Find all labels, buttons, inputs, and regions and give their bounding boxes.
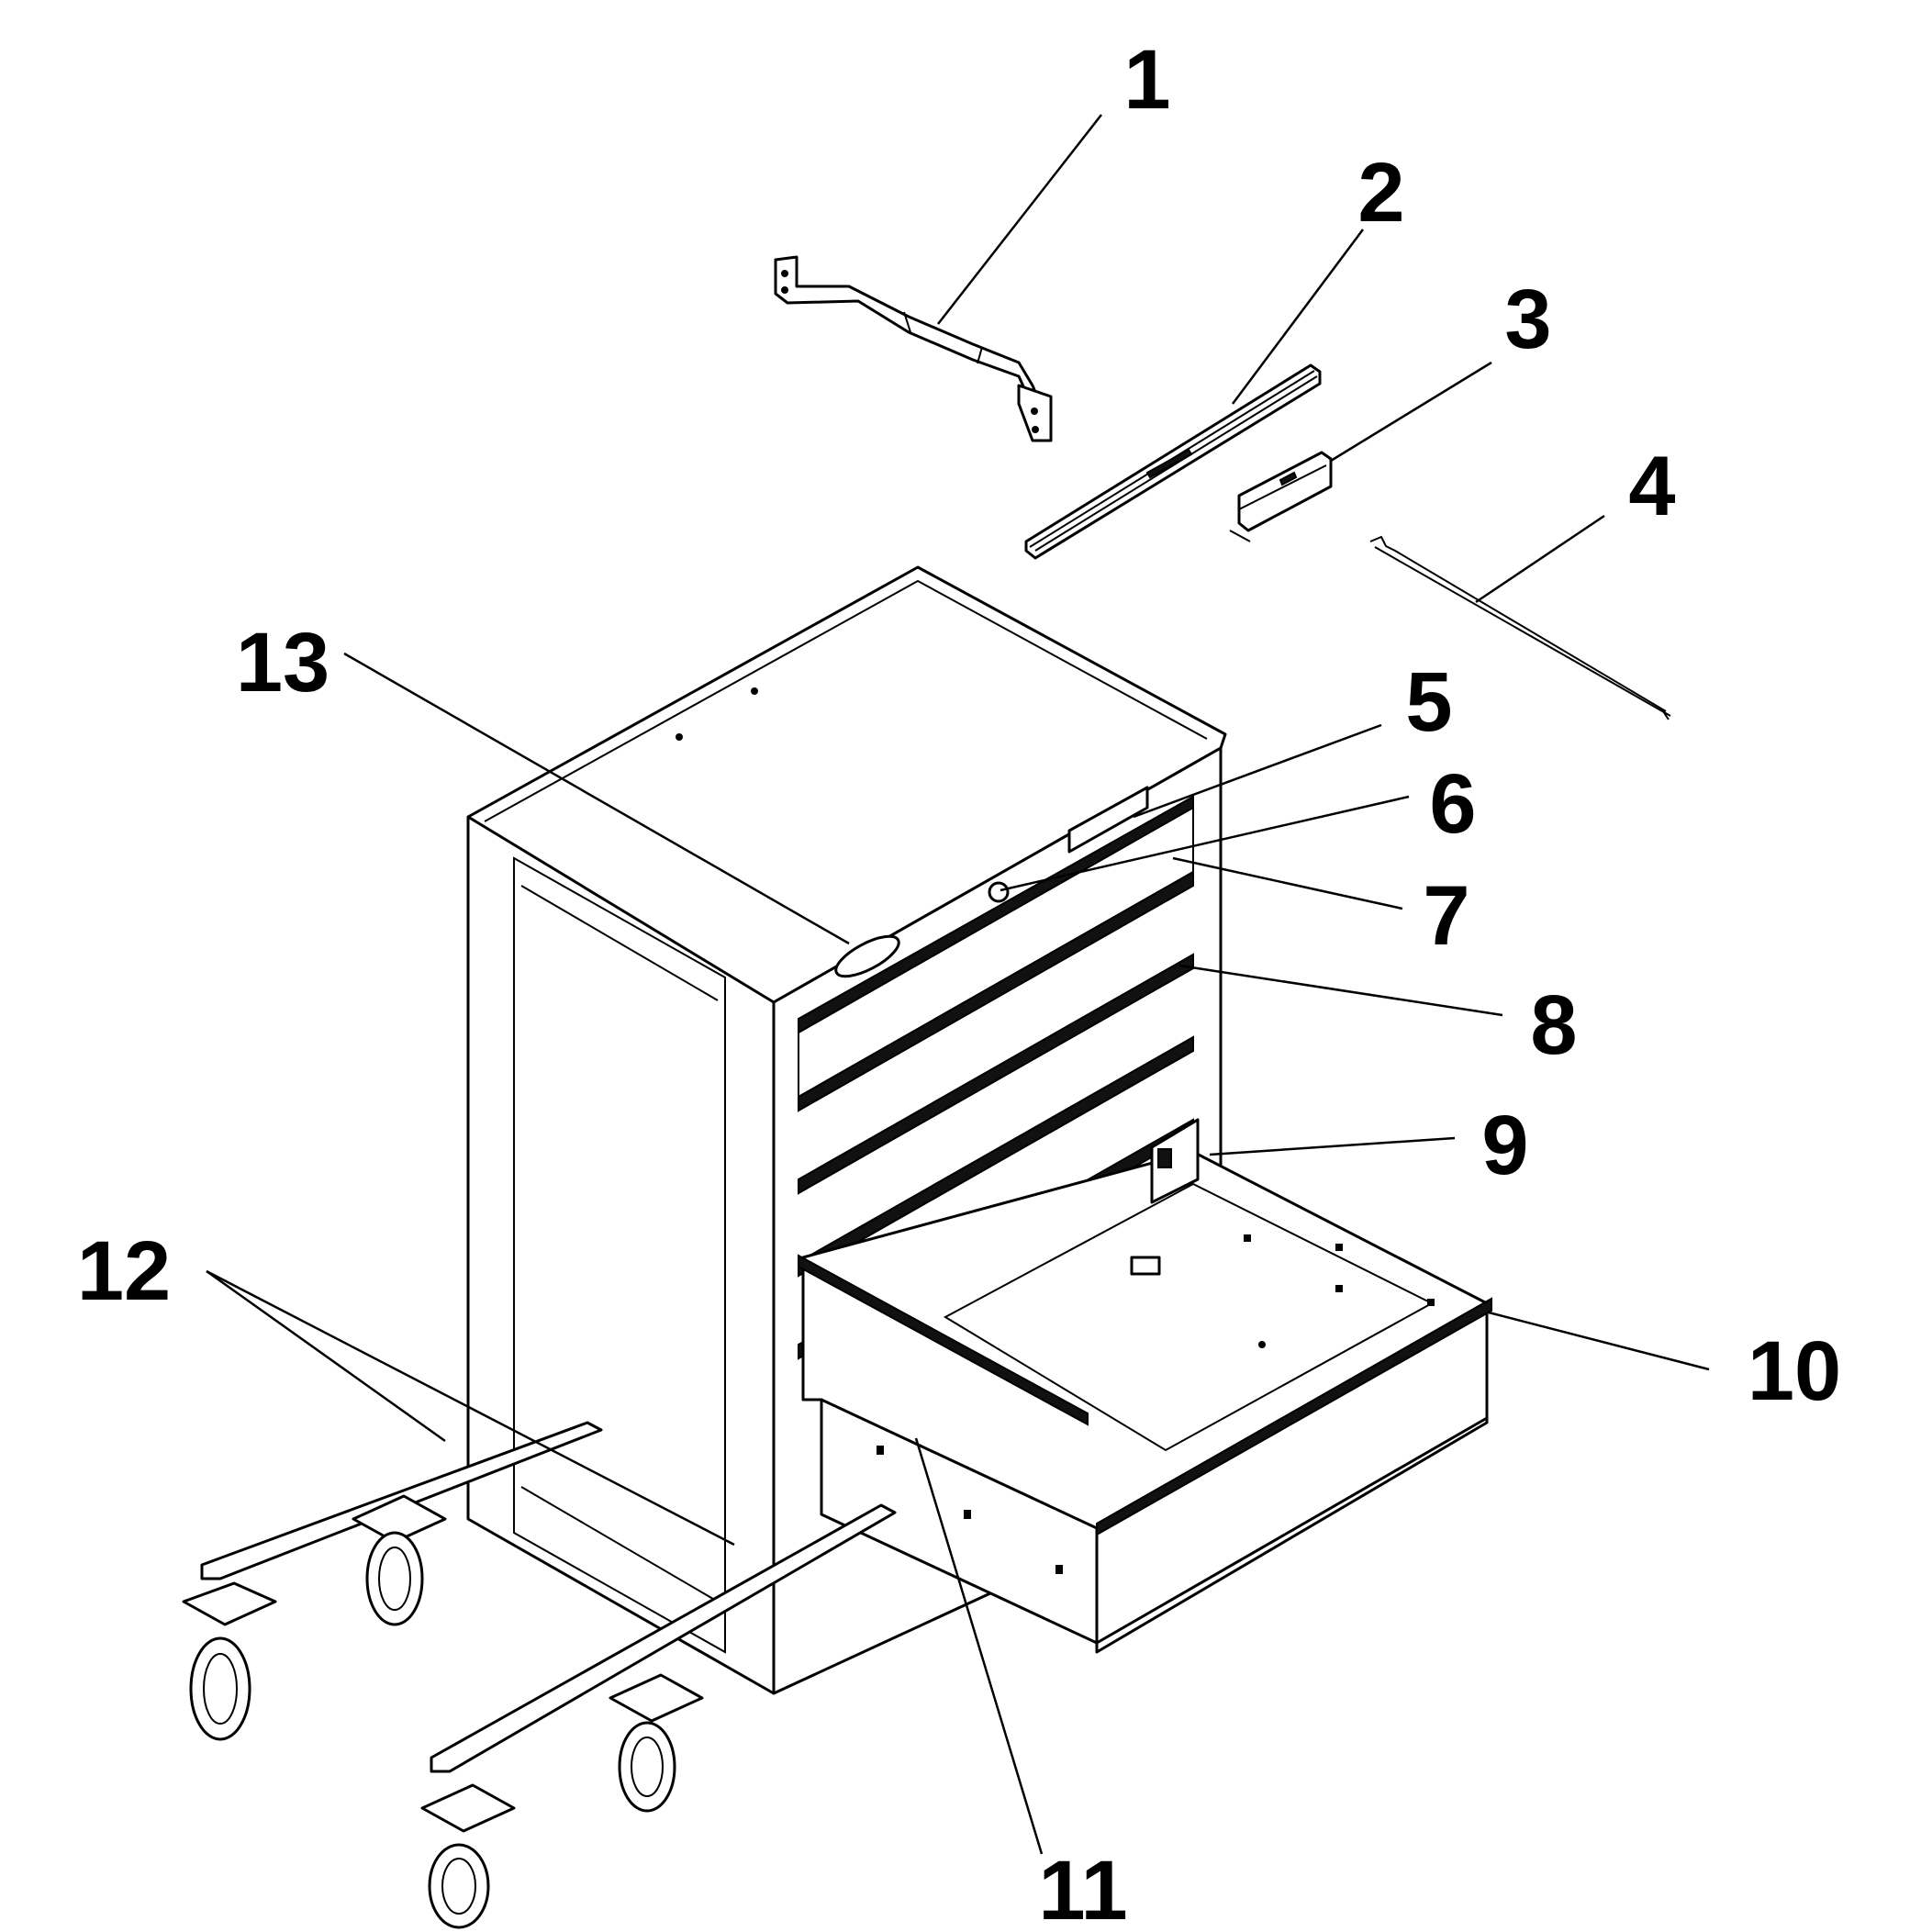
callout-4: 4	[1628, 440, 1675, 533]
leader-13	[343, 652, 850, 945]
callout-13: 13	[236, 616, 329, 709]
leader-7	[1172, 856, 1403, 910]
callout-9: 9	[1481, 1099, 1528, 1192]
callout-6: 6	[1429, 757, 1476, 851]
leader-1	[937, 114, 1102, 325]
leader-lines	[206, 114, 1710, 1855]
callout-11: 11	[1038, 1844, 1127, 1932]
callout-7: 7	[1423, 869, 1469, 963]
leader-12b	[206, 1269, 735, 1547]
part-1-handle	[774, 255, 1053, 442]
callout-5: 5	[1405, 655, 1452, 749]
callout-12: 12	[77, 1224, 171, 1318]
part-2-drawer-slide	[1024, 363, 1322, 560]
leader-3	[1330, 361, 1492, 463]
callout-3: 3	[1504, 273, 1551, 366]
callout-1: 1	[1123, 33, 1170, 127]
leader-12a	[206, 1269, 446, 1443]
callout-8: 8	[1530, 978, 1577, 1072]
callout-10: 10	[1748, 1324, 1841, 1418]
base-rails-and-casters	[182, 1421, 897, 1929]
leader-2	[1231, 229, 1365, 405]
callout-labels: 1 2 3 4 5 6 7 8 9 10 11 12 13	[77, 33, 1841, 1932]
leader-5	[1133, 723, 1382, 819]
part-3-bracket	[1229, 451, 1333, 542]
part-4-lock-rod	[1369, 535, 1671, 720]
leader-6	[1000, 795, 1410, 892]
leader-9	[1209, 1136, 1456, 1156]
callout-2: 2	[1357, 146, 1404, 240]
open-drawer	[798, 1118, 1492, 1654]
leader-10	[1488, 1311, 1710, 1371]
leader-11	[914, 1437, 1044, 1855]
leader-8	[1178, 964, 1503, 1017]
leader-4	[1475, 514, 1605, 604]
